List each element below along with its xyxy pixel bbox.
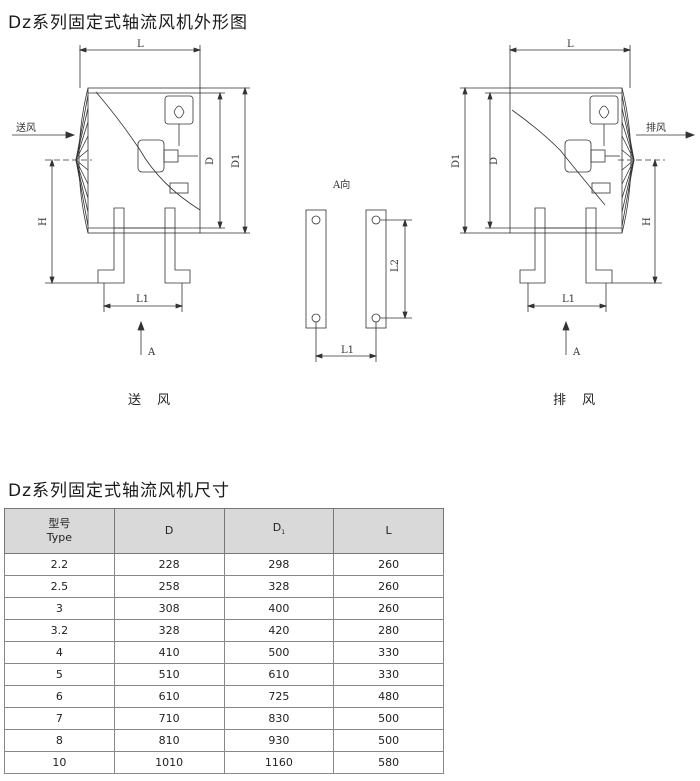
right-label-H: H (642, 217, 653, 226)
table-cell: 510 (113, 663, 225, 686)
header-type-cn: 型号 (48, 517, 71, 530)
left-fan-view (12, 45, 250, 355)
table-cell: 308 (113, 597, 225, 620)
left-label-A: A (147, 347, 156, 358)
table-cell: 610 (223, 663, 335, 686)
left-label-D1: D1 (231, 154, 242, 168)
table-cell: 260 (333, 575, 444, 598)
table-cell: 330 (333, 663, 444, 686)
middle-label-L1: L1 (341, 345, 354, 356)
table-cell: 7 (4, 707, 115, 730)
header-d1: D1 (223, 508, 335, 554)
table-cell: 328 (223, 575, 335, 598)
table-cell: 830 (223, 707, 335, 730)
caption-supply: 送 风 (128, 393, 177, 408)
table-title: Dz系列固定式轴流风机尺寸 (8, 481, 231, 501)
table-cell: 280 (333, 619, 444, 642)
right-label-A: A (572, 347, 581, 358)
table-cell: 930 (223, 729, 335, 752)
header-type-en: Type (46, 531, 72, 544)
table-cell: 4 (4, 641, 115, 664)
table-cell: 298 (223, 553, 335, 576)
middle-label-a-direction: A向 (332, 178, 350, 191)
table-cell: 10 (4, 751, 115, 774)
table-cell: 410 (113, 641, 225, 664)
middle-label-L2: L2 (390, 259, 401, 272)
left-label-L1: L1 (136, 294, 149, 305)
table-header-row: 型号 Type D D1 L (4, 508, 444, 554)
table-cell: 330 (333, 641, 444, 664)
table-cell: 8 (4, 729, 115, 752)
drawing-title: Dz系列固定式轴流风机外形图 (8, 13, 249, 33)
table-cell: 328 (113, 619, 225, 642)
table-cell: 610 (113, 685, 225, 708)
header-d: D (113, 508, 225, 554)
header-type: 型号 Type (4, 508, 115, 554)
table-cell: 1160 (223, 751, 335, 774)
table-cell: 1010 (113, 751, 225, 774)
right-fan-view (460, 45, 696, 355)
table-cell: 2.2 (4, 553, 115, 576)
table-cell: 810 (113, 729, 225, 752)
fan-outline-drawing: L D D1 H L1 A 送风 A向 L2 L1 L D D1 H L1 A … (12, 39, 696, 362)
table-cell: 500 (333, 707, 444, 730)
header-d1-sub: 1 (281, 529, 286, 537)
table-cell: 580 (333, 751, 444, 774)
caption-exhaust: 排 风 (553, 393, 602, 408)
header-d1-main: D (272, 521, 282, 535)
table-cell: 500 (333, 729, 444, 752)
right-label-L: L (567, 39, 574, 50)
a-direction-view (305, 209, 412, 362)
header-l: L (333, 508, 444, 554)
table-cell: 710 (113, 707, 225, 730)
right-label-L1: L1 (562, 294, 575, 305)
table-cell: 6 (4, 685, 115, 708)
table-cell: 3 (4, 597, 115, 620)
table-cell: 228 (113, 553, 225, 576)
table-cell: 5 (4, 663, 115, 686)
table-cell: 500 (223, 641, 335, 664)
table-cell: 258 (113, 575, 225, 598)
table-cell: 480 (333, 685, 444, 708)
table-cell: 260 (333, 553, 444, 576)
left-label-H: H (38, 217, 49, 226)
table-cell: 3.2 (4, 619, 115, 642)
right-label-flow: 排风 (646, 121, 666, 134)
left-label-L: L (137, 39, 144, 50)
left-label-D: D (205, 157, 216, 165)
table-cell: 260 (333, 597, 444, 620)
right-label-D: D (489, 157, 500, 165)
table-cell: 2.5 (4, 575, 115, 598)
left-label-flow: 送风 (16, 121, 36, 134)
table-cell: 420 (223, 619, 335, 642)
table-cell: 400 (223, 597, 335, 620)
right-label-D1: D1 (451, 154, 462, 168)
table-cell: 725 (223, 685, 335, 708)
